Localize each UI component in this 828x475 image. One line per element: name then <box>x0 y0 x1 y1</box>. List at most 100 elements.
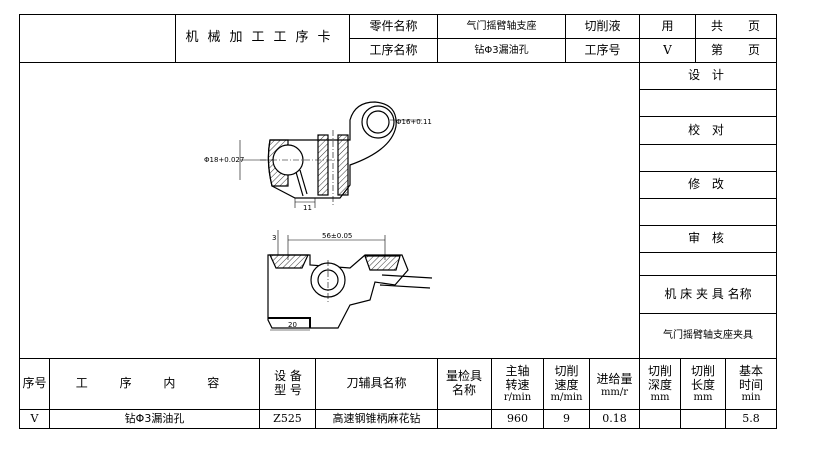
arm-edge <box>379 284 431 289</box>
col-cut-length-header: 切削长度 mm <box>681 359 725 409</box>
col-cut-speed-unit: m/min <box>550 392 583 404</box>
total-label: 共 <box>710 18 723 33</box>
dim-bore-top: Φ16+0.11 <box>396 118 432 126</box>
arm-bore-inner <box>366 110 390 134</box>
sheet-label: 第 <box>710 42 723 57</box>
col-cut-depth-header: 切削深度 mm <box>640 359 680 409</box>
grid-line <box>639 313 777 314</box>
fixture-label: 机 床 夹 具 名称 <box>664 286 752 301</box>
section-view <box>260 101 397 205</box>
process-no-label: 工序号 <box>584 42 621 57</box>
cell-base-time: 5.8 <box>742 411 760 425</box>
check-label: 校 对 <box>688 122 728 137</box>
grid-line <box>49 358 50 429</box>
grid-line <box>639 358 640 429</box>
review-label: 审 核 <box>688 231 728 246</box>
cell-equipment: Z525 <box>273 411 302 425</box>
col-cut-speed-header: 切削速度 m/min <box>544 359 589 409</box>
grid-line <box>19 14 777 15</box>
grid-line <box>175 14 176 63</box>
process-no-value: V <box>663 42 672 57</box>
col-spindle-label: 主轴转速 <box>505 363 530 392</box>
revise-label: 修 改 <box>688 177 728 192</box>
col-base-time-unit: min <box>741 392 761 404</box>
dim-width: 11 <box>303 204 312 212</box>
col-feed-label: 进给量 <box>596 372 633 386</box>
col-cut-speed-label: 切削速度 <box>554 363 579 392</box>
hatched-wall <box>337 134 349 196</box>
plan-dimension-lines <box>270 230 386 331</box>
col-base-time-header: 基本时间 min <box>726 359 776 409</box>
section-dimension-lines <box>239 119 422 208</box>
grid-line <box>349 14 350 63</box>
card-title: 机械加工工序卡 <box>185 30 340 46</box>
col-cut-depth-label: 切削深度 <box>647 363 672 392</box>
grid-line <box>437 14 438 63</box>
cell-gauge <box>438 410 491 428</box>
col-feed-unit: mm/r <box>600 387 629 398</box>
usage-label: 用 <box>661 18 674 33</box>
oil-hole-edge <box>295 171 304 197</box>
col-seq-header: 序号 <box>22 376 47 391</box>
grid-line <box>639 225 777 226</box>
grid-line <box>259 358 260 429</box>
col-base-time-label: 基本时间 <box>738 363 763 392</box>
col-gauge-header: 量检具名称 <box>445 369 482 397</box>
hatched-wall <box>317 134 329 196</box>
grid-line <box>543 358 544 429</box>
grid-line <box>19 62 777 63</box>
grid-line <box>565 14 566 63</box>
grid-line <box>349 38 777 39</box>
hatched-region <box>364 255 401 271</box>
grid-line <box>639 275 777 276</box>
grid-line <box>315 358 316 429</box>
grid-line <box>589 358 590 429</box>
process-name-value: 钻Φ3漏油孔 <box>474 44 529 56</box>
plan-view <box>267 254 433 329</box>
page-label: 页 <box>747 18 760 33</box>
grid-line <box>725 358 726 429</box>
col-cut-length-unit: mm <box>693 392 713 404</box>
dim-bore-left: Φ18+0.027 <box>204 156 244 164</box>
oil-hole-edge <box>299 169 308 195</box>
grid-line <box>776 14 777 429</box>
cell-cut-length <box>681 410 725 428</box>
cell-tool: 高速钢锥柄麻花钻 <box>332 411 421 425</box>
fixture-value: 气门摇臂轴支座夹具 <box>663 330 753 342</box>
grid-line <box>639 14 640 359</box>
grid-line <box>639 198 777 199</box>
cell-spindle: 960 <box>507 411 528 425</box>
grid-line <box>639 116 777 117</box>
col-tool-header: 刀辅具名称 <box>346 376 407 391</box>
col-content-header: 工 序 内 容 <box>75 376 234 391</box>
grid-line <box>19 428 777 429</box>
dim-center: 56±0.05 <box>322 232 352 240</box>
part-name-label: 零件名称 <box>369 18 418 33</box>
part-drawing: Φ18+0.027 Φ16+0.11 11 56±0.05 3 20 <box>204 101 433 331</box>
hatched-region <box>269 254 309 269</box>
grid-line <box>639 252 777 253</box>
grid-line <box>19 358 777 359</box>
cell-cut-depth <box>640 410 680 428</box>
col-cut-length-label: 切削长度 <box>690 363 715 392</box>
grid-line <box>695 14 696 63</box>
sheet-page-label: 页 <box>747 42 760 57</box>
cell-cut-speed: 9 <box>563 411 570 425</box>
col-spindle-header: 主轴转速 r/min <box>492 359 543 409</box>
col-equipment-header: 设 备 型 号 <box>274 369 302 397</box>
cell-content: 钻Φ3漏油孔 <box>124 411 185 425</box>
dim-height: 3 <box>272 234 276 242</box>
cell-seq: V <box>30 411 39 425</box>
arm-edge <box>381 274 433 279</box>
col-spindle-unit: r/min <box>503 392 532 404</box>
col-feed-header: 进给量 mm/r <box>590 359 639 409</box>
grid-line <box>639 171 777 172</box>
locating-bar <box>268 317 311 328</box>
grid-line <box>639 89 777 90</box>
grid-line <box>19 409 777 410</box>
design-label: 设 计 <box>688 68 728 83</box>
dim-bottom: 20 <box>288 321 297 329</box>
grid-line <box>639 144 777 145</box>
coolant-label: 切削液 <box>584 18 621 33</box>
grid-line <box>680 358 681 429</box>
